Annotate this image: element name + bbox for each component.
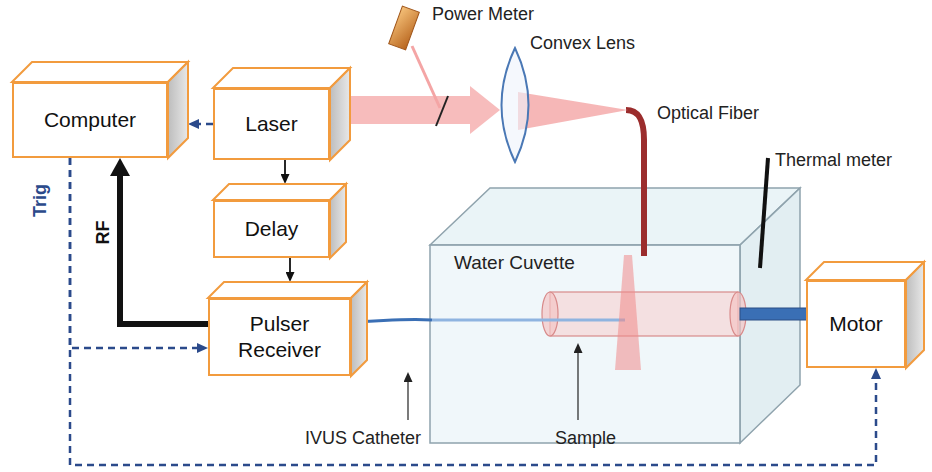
signal-arrow [120, 176, 208, 324]
leader-arrow [407, 382, 408, 420]
box-depth [208, 298, 209, 299]
sample-cylinder [542, 292, 746, 336]
box-label: Laser [245, 111, 298, 137]
convex-lens [502, 48, 529, 162]
box-depth [213, 88, 214, 89]
box-label: Motor [829, 311, 883, 337]
focused-beam [518, 92, 628, 130]
device-box: Delay [213, 200, 330, 258]
part-label: Convex Lens [530, 33, 635, 54]
device-box: Motor [806, 280, 906, 368]
signal-arrow [70, 158, 876, 465]
power-meter-symbol [389, 6, 420, 50]
part-label: Power Meter [432, 4, 534, 25]
split-beam [412, 46, 440, 108]
laser-beam [350, 86, 500, 134]
beam-splitter [436, 96, 448, 126]
light-cone [615, 255, 641, 370]
ivus-catheter-tip [432, 319, 625, 322]
leader-arrow [577, 353, 578, 420]
part-label: IVUS Catheter [305, 428, 421, 449]
signal-arrow [289, 258, 291, 272]
motor-rod [740, 308, 808, 320]
device-box: Pulser Receiver [208, 298, 351, 376]
thermal-probe [760, 158, 768, 268]
cuvette-region: Water Cuvette [430, 245, 740, 443]
signal-arrow [70, 158, 197, 348]
box-label: Computer [44, 107, 136, 133]
box-label: Delay [245, 216, 299, 242]
signal-arrow [199, 123, 213, 126]
optical-fiber [626, 110, 644, 256]
box-depth [806, 280, 807, 281]
part-label: Optical Fiber [657, 103, 759, 124]
device-box: Computer [12, 82, 168, 158]
part-label: Thermal meter [775, 150, 892, 171]
part-label: Sample [555, 428, 616, 449]
box-depth [12, 82, 13, 83]
box-depth [213, 200, 214, 201]
signal-arrow [284, 160, 286, 174]
signal-label: Trig [30, 183, 51, 216]
box-label: Water Cuvette [454, 251, 740, 275]
device-box: Laser [213, 88, 330, 160]
box-label: Pulser Receiver [210, 311, 349, 364]
signal-label: RF [93, 220, 114, 244]
